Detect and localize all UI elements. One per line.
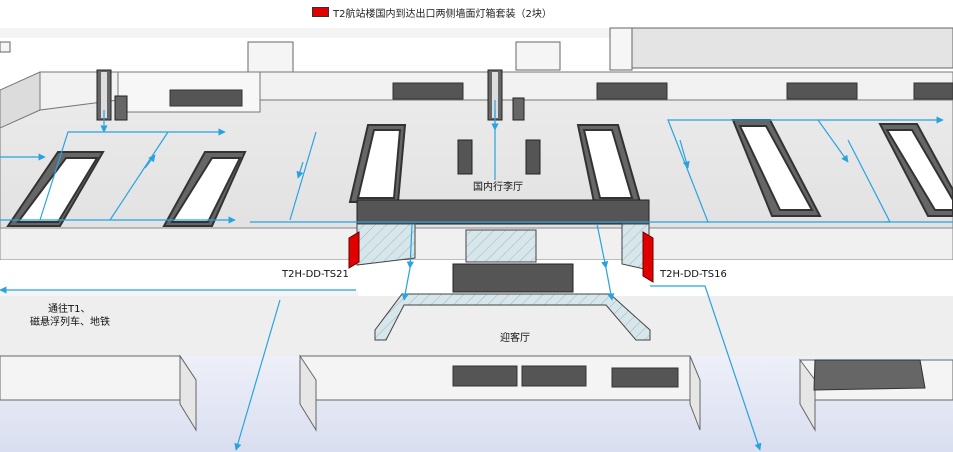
labels: 国内行李厅 迎客厅 T2H-DD-TS21 T2H-DD-TS16 通往T1、 … <box>30 180 727 344</box>
legend: T2航站楼国内到达出口两侧墙面灯箱套装（2块） <box>312 5 552 20</box>
light-box-right <box>642 231 654 283</box>
legend-swatch <box>312 7 329 17</box>
light-box-left <box>348 231 360 269</box>
doorways <box>96 69 525 121</box>
baggage-carousels <box>6 119 953 227</box>
greeting-hall-label: 迎客厅 <box>500 331 530 344</box>
baggage-hall-label: 国内行李厅 <box>473 180 523 193</box>
passenger-flow <box>0 100 953 451</box>
exit-label-line2: 磁悬浮列车、地铁 <box>30 315 110 328</box>
sign-label-left: T2H-DD-TS21 <box>281 269 349 280</box>
light-box-signs <box>348 231 654 283</box>
lower-walls <box>0 354 953 452</box>
exit-label-line1: 通往T1、 <box>48 302 90 315</box>
legend-label: T2航站楼国内到达出口两侧墙面灯箱套装（2块） <box>333 8 552 20</box>
wall-screens <box>169 82 953 107</box>
back-walls <box>0 27 953 73</box>
pillars <box>457 139 541 175</box>
sign-label-right: T2H-DD-TS16 <box>659 269 727 280</box>
